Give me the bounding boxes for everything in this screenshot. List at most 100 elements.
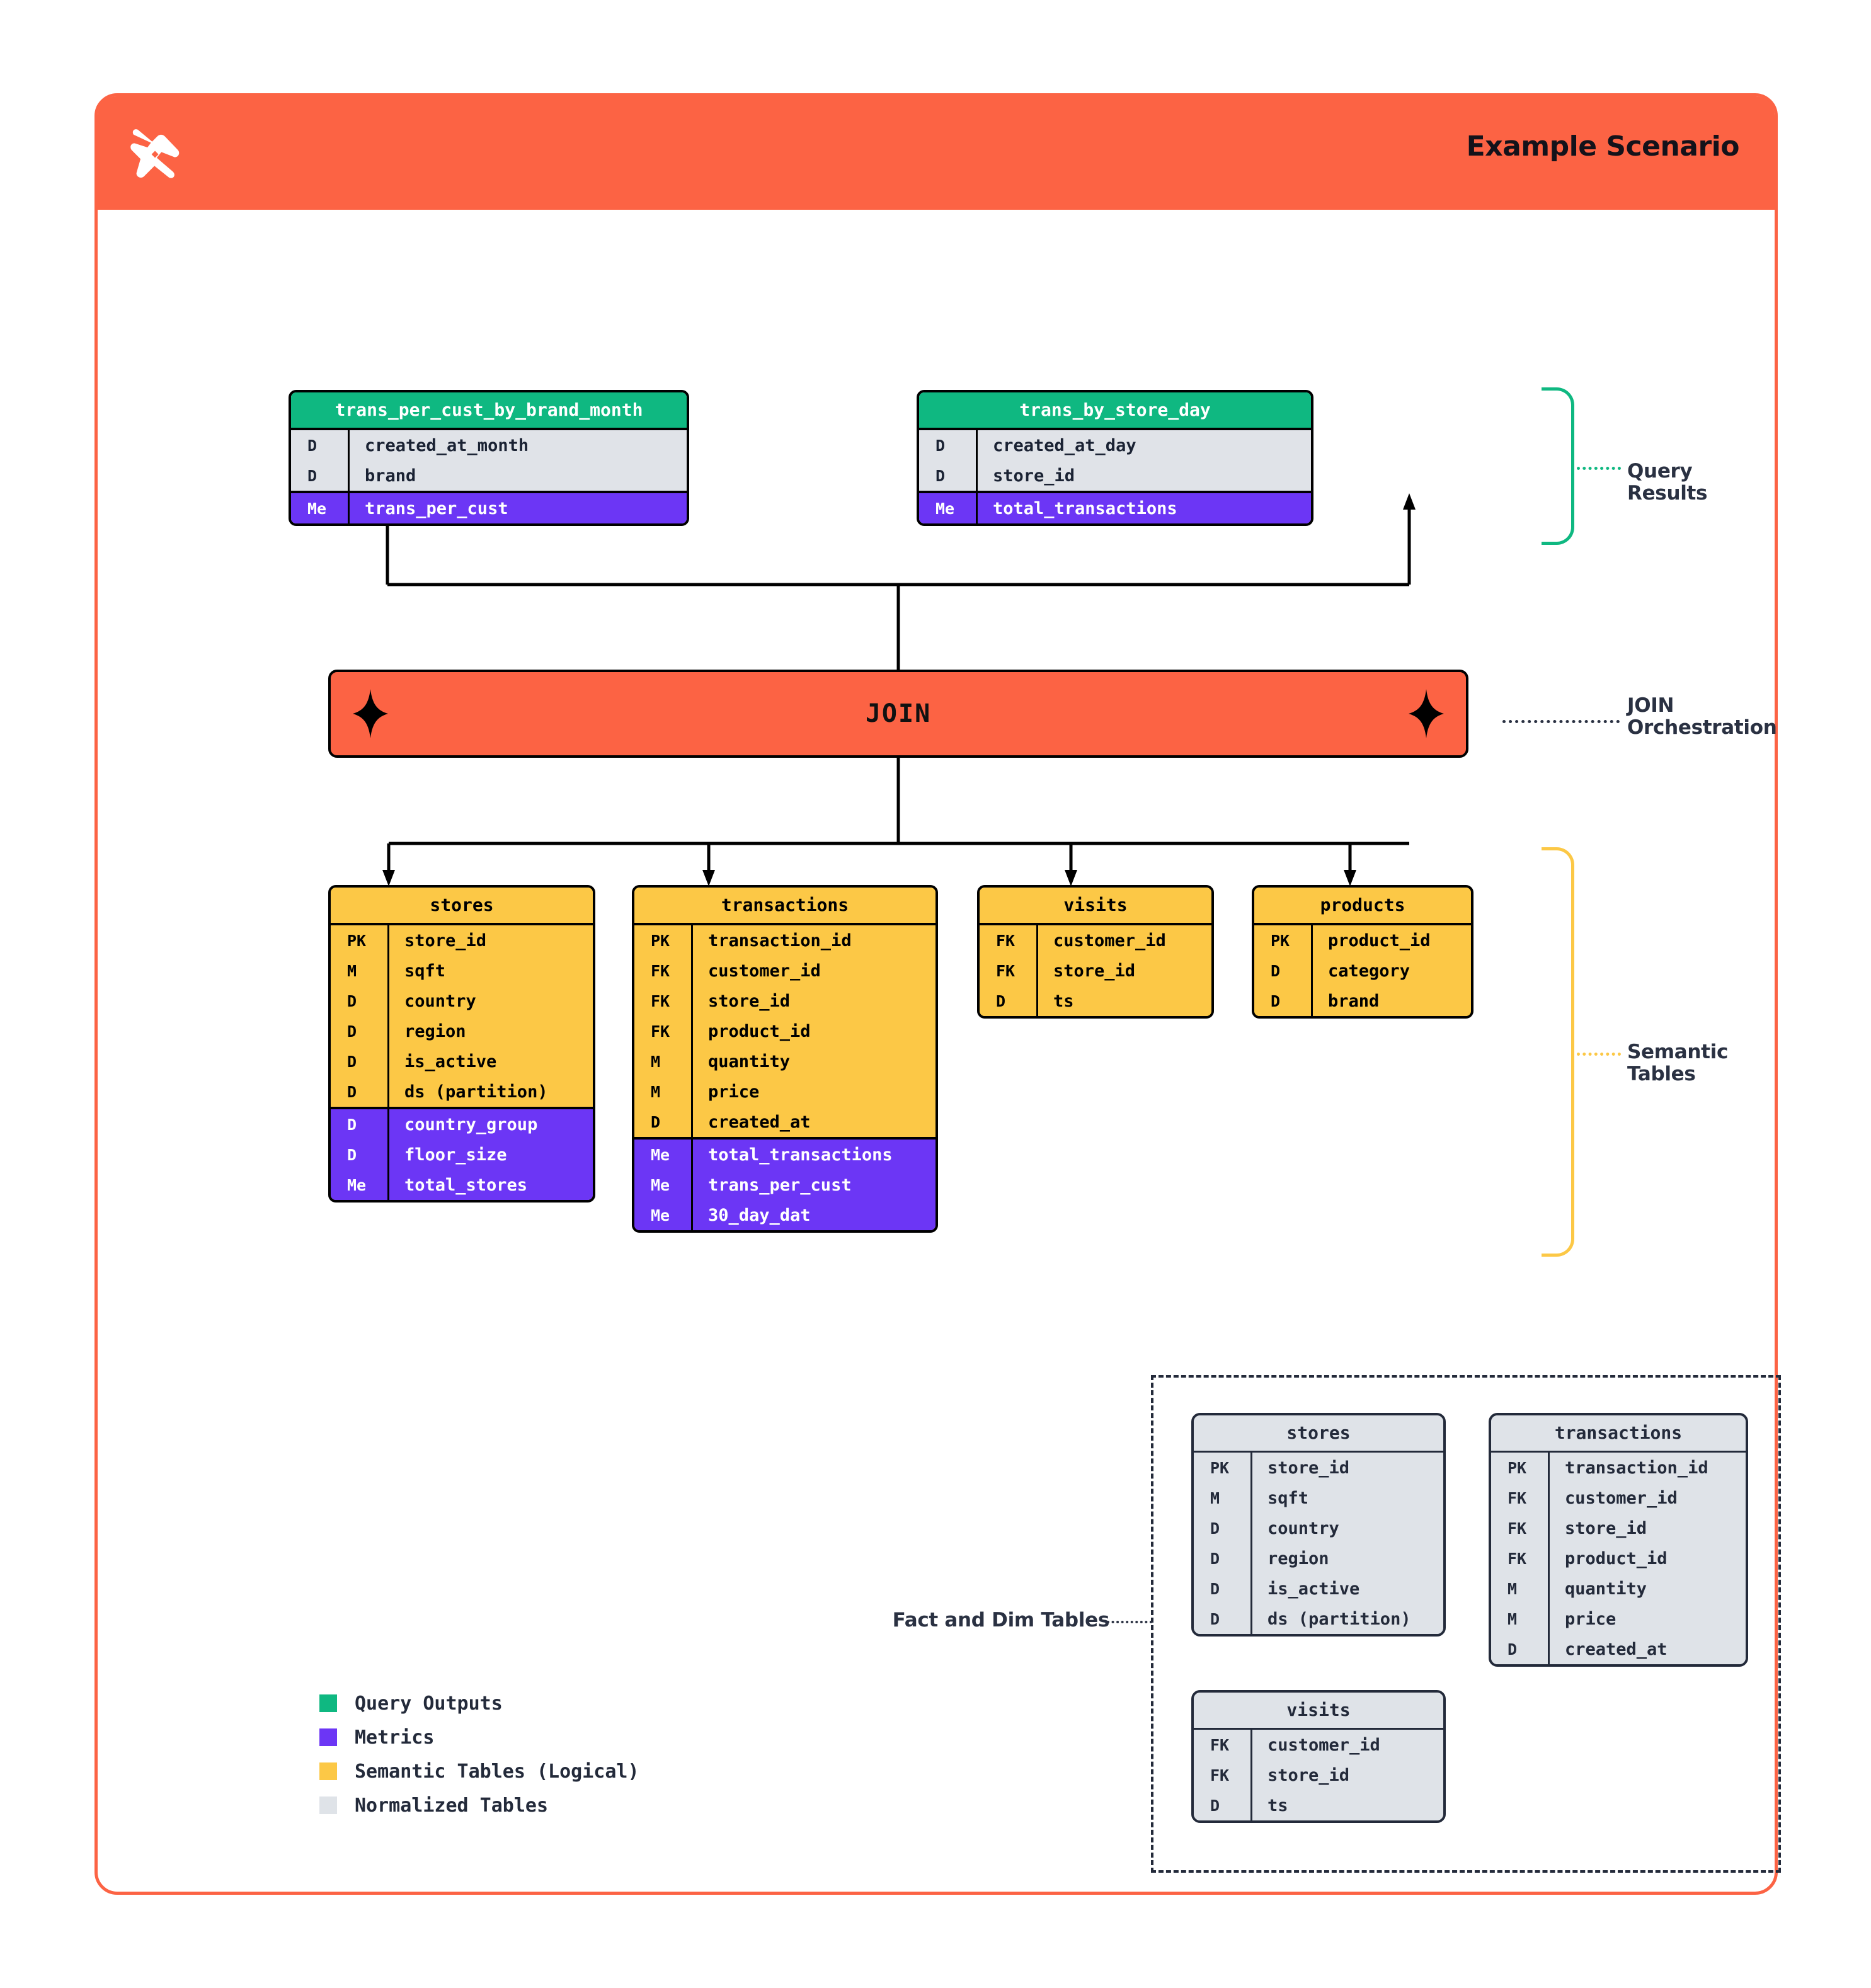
annotation-query-results: Query Results [1627,460,1708,505]
row-key: Me [651,1145,670,1164]
row-key: D [936,436,946,455]
row-key: FK [651,1022,670,1041]
legend-item: Semantic Tables (Logical) [319,1754,639,1788]
row-field: product_id [1548,1543,1746,1574]
row-key: M [651,1052,661,1071]
row-key: D [347,1022,357,1041]
row-key: PK [1271,931,1290,950]
row-field: quantity [1548,1574,1746,1604]
row-field: ts [1250,1790,1443,1820]
row-field: created_at_day [976,430,1311,460]
legend-swatch-semantic-tables [319,1762,337,1780]
query-result-table[interactable]: trans_by_store_day D created_at_day D st… [917,390,1313,526]
row-field: store_id [387,925,593,956]
query-result-table[interactable]: trans_per_cust_by_brand_month D created_… [289,390,689,526]
row-key: D [1210,1549,1220,1568]
table-row: FK product_id [1491,1543,1746,1574]
annotation-fact-and-dim: Fact and Dim Tables [892,1609,1110,1631]
legend-swatch-query-outputs [319,1694,337,1712]
row-field: product_id [1311,925,1471,956]
fact-and-dim-leader [1107,1621,1152,1623]
row-field: total_transactions [976,493,1311,523]
row-key: FK [1508,1549,1527,1568]
row-field: quantity [691,1046,936,1077]
row-field: brand [1311,986,1471,1016]
row-field: country_group [387,1109,593,1140]
row-key: D [1271,991,1281,1010]
row-field: sqft [1250,1483,1443,1513]
row-field: customer_id [1548,1483,1746,1513]
row-field: category [1311,956,1471,986]
row-field: transaction_id [1548,1453,1746,1483]
annotation-semantic-tables: Semantic Tables [1627,1041,1728,1086]
row-field: ts [1036,986,1211,1016]
row-key: Me [936,499,955,518]
legend-label: Normalized Tables [355,1794,549,1817]
row-key: D [347,1115,357,1134]
row-field: floor_size [387,1140,593,1170]
row-key: FK [996,961,1016,980]
row-key: D [347,991,357,1010]
annotation-line: Orchestration [1627,716,1777,740]
row-key: Me [651,1175,670,1194]
metric-rows: Me trans_per_cust [291,491,687,523]
page-title: Example Scenario [1466,130,1740,163]
join-orchestration-bar[interactable]: JOIN [328,670,1468,758]
row-key: M [347,961,357,980]
join-orchestration-leader [1502,720,1620,723]
row-key: PK [1508,1458,1527,1477]
legend-swatch-metrics [319,1728,337,1746]
row-key: D [307,436,318,455]
sparkle-x-logo-icon [130,129,180,178]
metric-rows: Me total_transactions [919,491,1311,523]
legend-label: Query Outputs [355,1692,503,1715]
row-key: Me [347,1175,367,1194]
card-header: Example Scenario [98,96,1775,210]
legend-item: Normalized Tables [319,1788,639,1822]
row-key: FK [651,961,670,980]
row-field: trans_per_cust [348,493,687,523]
query-results-brace [1542,387,1574,545]
row-field: 30_day_dat [691,1200,936,1230]
fact-and-dim-group [1151,1375,1781,1873]
row-key: M [1508,1579,1518,1598]
example-scenario-card: Example Scenario [94,93,1781,1895]
row-key: PK [1210,1458,1230,1477]
table-title: stores [1194,1415,1443,1453]
row-key: D [307,466,318,485]
row-field: region [387,1016,593,1046]
row-field: country [387,986,593,1016]
row-field: store_id [1250,1453,1443,1483]
row-field: transaction_id [691,925,936,956]
